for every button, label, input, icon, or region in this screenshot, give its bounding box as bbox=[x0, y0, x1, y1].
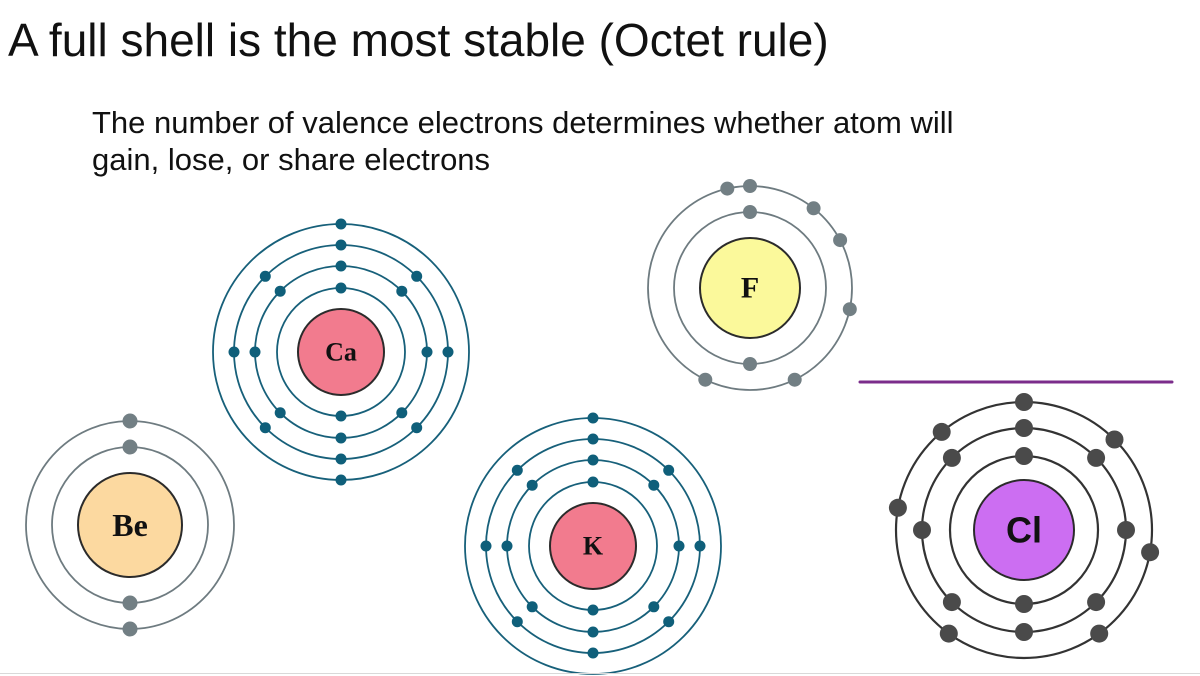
potassium-electron bbox=[663, 464, 675, 476]
chlorine-electron bbox=[942, 448, 961, 467]
slide-title: A full shell is the most stable (Octet r… bbox=[8, 14, 829, 66]
potassium-electron bbox=[673, 540, 685, 552]
potassium-nucleus bbox=[549, 502, 637, 590]
potassium-electron bbox=[526, 479, 538, 491]
potassium-electron bbox=[587, 454, 599, 466]
beryllium-nucleus bbox=[77, 472, 183, 578]
potassium-electron bbox=[648, 601, 660, 613]
calcium-electron bbox=[259, 270, 271, 282]
calcium-electron bbox=[249, 346, 261, 358]
fluorine-nucleus bbox=[699, 237, 801, 339]
chlorine-electron bbox=[1117, 521, 1135, 539]
calcium-nucleus bbox=[297, 308, 385, 396]
fluorine-symbol: F bbox=[741, 272, 759, 305]
fluorine-electron bbox=[787, 372, 802, 387]
calcium-electron bbox=[274, 407, 286, 419]
atom-chlorine: Cl bbox=[888, 393, 1160, 660]
chlorine-electron bbox=[1015, 623, 1033, 641]
atom-beryllium: Be bbox=[25, 413, 235, 637]
potassium-electron bbox=[526, 601, 538, 613]
calcium-electron bbox=[259, 422, 271, 434]
fluorine-electron bbox=[806, 201, 821, 216]
fluorine-electron bbox=[743, 357, 757, 371]
calcium-electron bbox=[335, 453, 347, 465]
potassium-electron bbox=[587, 433, 599, 445]
calcium-electron bbox=[442, 346, 454, 358]
beryllium-electron bbox=[122, 595, 138, 611]
chlorine-electron bbox=[942, 593, 961, 612]
beryllium-electron bbox=[122, 439, 138, 455]
chlorine-electron bbox=[1105, 430, 1124, 449]
calcium-electron bbox=[335, 260, 347, 272]
potassium-electron bbox=[587, 604, 599, 616]
subtitle-line-1: The number of valence electrons determin… bbox=[92, 105, 954, 140]
fluorine-electron bbox=[842, 302, 857, 317]
atom-potassium: K bbox=[464, 412, 722, 675]
chlorine-electron bbox=[1015, 447, 1033, 465]
atom-fluorine: F bbox=[647, 179, 857, 391]
potassium-electron bbox=[511, 616, 523, 628]
calcium-electron bbox=[396, 285, 408, 297]
potassium-electron bbox=[648, 479, 660, 491]
chlorine-symbol: Cl bbox=[1006, 510, 1042, 551]
calcium-electron bbox=[335, 474, 347, 486]
potassium-electron bbox=[501, 540, 513, 552]
potassium-electron bbox=[587, 626, 599, 638]
potassium-electron bbox=[587, 647, 599, 659]
fluorine-electron bbox=[833, 233, 848, 248]
calcium-electron bbox=[274, 285, 286, 297]
fluorine-electron bbox=[720, 181, 735, 196]
potassium-electron bbox=[587, 412, 599, 424]
atom-calcium: Ca bbox=[212, 218, 470, 486]
potassium-symbol: K bbox=[583, 532, 604, 561]
calcium-electron bbox=[335, 239, 347, 251]
calcium-electron bbox=[411, 422, 423, 434]
chlorine-electron bbox=[1015, 419, 1033, 437]
subtitle-line-2: gain, lose, or share electrons bbox=[92, 142, 491, 178]
calcium-electron bbox=[396, 407, 408, 419]
potassium-electron bbox=[694, 540, 706, 552]
slide-subtitle: The number of valence electrons determin… bbox=[92, 104, 1092, 178]
calcium-symbol: Ca bbox=[325, 338, 357, 367]
potassium-electron bbox=[511, 464, 523, 476]
calcium-electron bbox=[228, 346, 240, 358]
chlorine-electron bbox=[1090, 624, 1109, 643]
fluorine-electron bbox=[743, 205, 757, 219]
chlorine-electron bbox=[888, 498, 907, 517]
beryllium-symbol: Be bbox=[112, 507, 148, 543]
chlorine-electron bbox=[932, 422, 951, 441]
calcium-electron bbox=[335, 218, 347, 230]
potassium-electron bbox=[663, 616, 675, 628]
beryllium-electron bbox=[122, 621, 138, 637]
calcium-electron bbox=[335, 282, 347, 294]
chlorine-electron bbox=[1141, 543, 1160, 562]
calcium-electron bbox=[421, 346, 433, 358]
chlorine-electron bbox=[1087, 448, 1106, 467]
fluorine-electron bbox=[698, 372, 713, 387]
bottom-border bbox=[0, 673, 1200, 674]
chlorine-electron bbox=[1087, 593, 1106, 612]
calcium-electron bbox=[335, 432, 347, 444]
chlorine-electron bbox=[939, 624, 958, 643]
chlorine-electron bbox=[913, 521, 931, 539]
potassium-electron bbox=[587, 476, 599, 488]
chlorine-electron bbox=[1015, 595, 1033, 613]
chlorine-nucleus bbox=[973, 479, 1075, 581]
fluorine-electron bbox=[743, 179, 757, 193]
calcium-electron bbox=[411, 270, 423, 282]
potassium-electron bbox=[480, 540, 492, 552]
beryllium-electron bbox=[122, 413, 138, 429]
chlorine-electron bbox=[1015, 393, 1033, 411]
calcium-electron bbox=[335, 410, 347, 422]
